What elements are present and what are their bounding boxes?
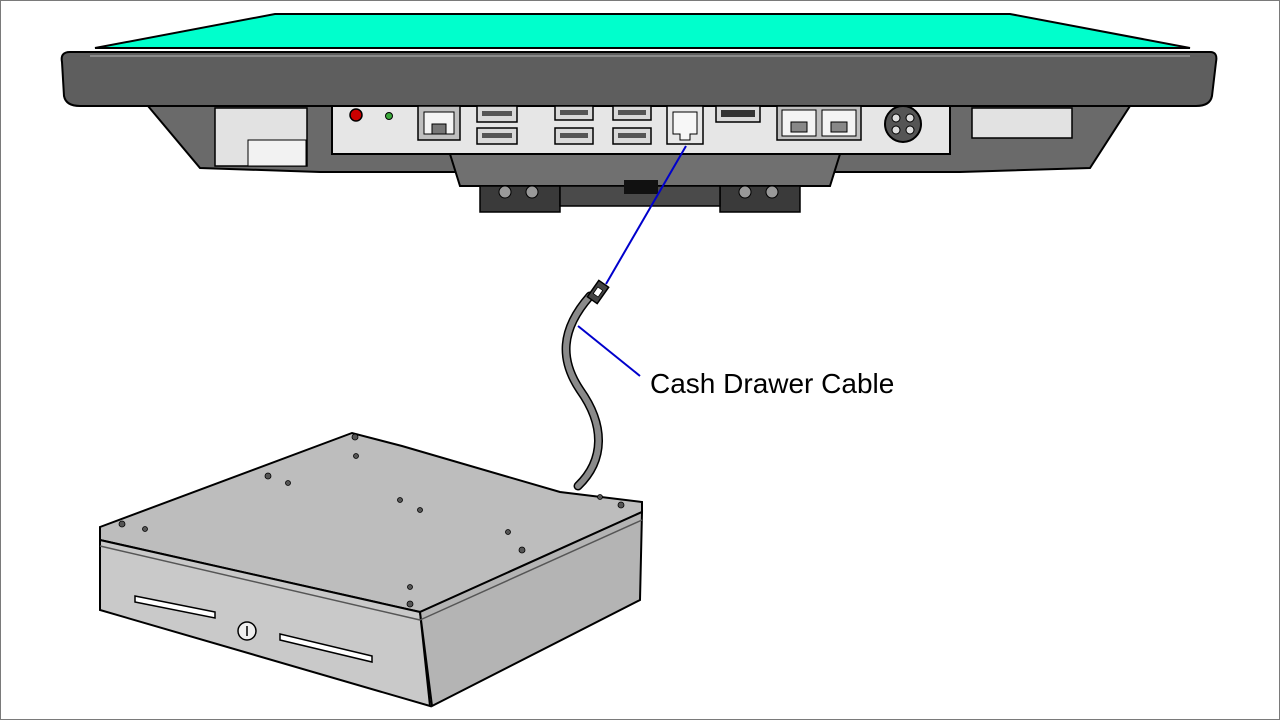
rj-plug <box>586 279 610 305</box>
cash-drawer-port <box>666 105 704 145</box>
terminal-bezel <box>60 51 1218 107</box>
lan-port <box>417 105 461 141</box>
terminal-screen <box>94 13 1191 49</box>
usb-ports-1 <box>476 105 518 145</box>
terminal-stand <box>448 153 842 213</box>
drawer-slot-right <box>279 633 373 663</box>
usb-ports-2 <box>554 105 594 145</box>
pos-terminal <box>60 13 1218 213</box>
cash-drawer-cable <box>561 279 610 491</box>
power-button <box>349 108 363 122</box>
drawer-side <box>418 510 644 708</box>
cash-drawer <box>99 431 644 708</box>
serial-ports <box>776 105 862 141</box>
usb-ports-3 <box>612 105 652 145</box>
display-port <box>715 105 761 123</box>
drawer-slot-left <box>134 595 216 619</box>
drawer-screws <box>118 433 625 608</box>
power-jack <box>884 105 922 143</box>
drawer-front <box>99 538 432 708</box>
cash-drawer-cable-label: Cash Drawer Cable <box>650 368 895 399</box>
port-leader-line <box>605 145 687 285</box>
cable-leader-line <box>577 325 641 377</box>
status-led <box>385 112 393 120</box>
